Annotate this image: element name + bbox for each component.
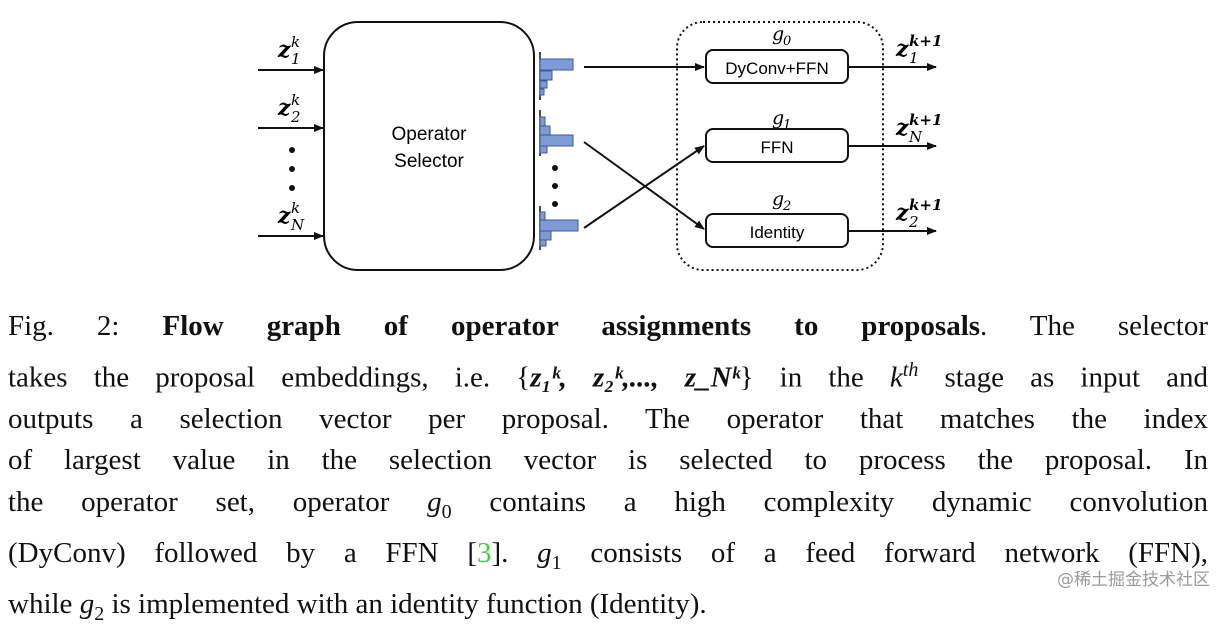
caption-line-4: of largest value in the selection vector… — [8, 444, 1208, 477]
caption-math: z₁ᵏ, z₂ᵏ,..., z_Nᵏ — [530, 361, 740, 394]
caption-math: 1 — [551, 551, 562, 574]
svg-text:1: 1 — [291, 50, 301, 68]
caption-line-2: takes the proposal embeddings, i.e. {z₁ᵏ… — [8, 348, 1208, 399]
caption-text: takes the proposal embeddings, i.e. { — [8, 361, 531, 394]
caption-title: Flow graph of operator assignments to pr… — [162, 310, 981, 342]
caption-text: while — [8, 588, 80, 621]
input-ellipsis — [289, 147, 295, 191]
caption-line-7: while g2 is implemented with an identity… — [8, 584, 1208, 635]
svg-text:z: z — [895, 115, 909, 141]
svg-text:1: 1 — [783, 118, 791, 133]
caption-math: th — [902, 358, 919, 381]
caption-line-6: (DyConv) followed by a FFN [3]. g1 consi… — [8, 533, 1208, 584]
caption-line-1: Fig. 2: Flow graph of operator assignmen… — [8, 306, 1208, 348]
selector-label-1: Operator — [392, 124, 468, 145]
caption-text: stage as input and — [918, 361, 1209, 394]
svg-text:k+1: k+1 — [909, 111, 942, 129]
svg-text:N: N — [290, 216, 305, 234]
operator-selector-box — [323, 21, 535, 271]
svg-text:z: z — [277, 95, 291, 121]
citation-link[interactable]: 3 — [477, 536, 492, 569]
input-label-n: z k N — [277, 199, 305, 234]
caption-text: the operator set, operator — [8, 485, 428, 518]
svg-text:z: z — [895, 36, 909, 62]
output-label-2: z k+1 N — [895, 111, 942, 146]
caption-line-3: outputs a selection vector per proposal.… — [8, 402, 1208, 435]
caption-math: 2 — [94, 603, 105, 626]
output-label-1: z k+1 1 — [895, 32, 942, 67]
svg-text:k+1: k+1 — [909, 196, 942, 214]
input-label-2: z k 2 — [277, 91, 301, 126]
operator-g2-label: Identity — [750, 223, 805, 242]
operator-set-container — [676, 21, 884, 271]
selection-histogram-2 — [539, 110, 574, 156]
svg-text:k: k — [291, 91, 300, 109]
operator-g1-name: g 1 — [772, 107, 791, 133]
watermark: @稀土掘金技术社区 — [1057, 570, 1210, 590]
svg-text:N: N — [908, 128, 923, 146]
svg-text:1: 1 — [909, 49, 919, 67]
caption-math: g — [427, 485, 442, 518]
selection-histogram-1 — [539, 52, 574, 100]
svg-text:2: 2 — [290, 108, 301, 126]
svg-text:k: k — [291, 199, 300, 217]
svg-text:z: z — [277, 37, 291, 63]
operator-g1-label: FFN — [760, 138, 793, 157]
figure: z k 1 z k 2 z k N Operator Selector — [0, 0, 1218, 290]
selection-histogram-n — [539, 206, 579, 250]
figure-caption: Fig. 2: Flow graph of operator assignmen… — [8, 306, 1208, 636]
svg-text:g: g — [772, 107, 784, 129]
svg-text:2: 2 — [908, 213, 919, 231]
operator-g0-name: g 0 — [772, 23, 791, 49]
svg-text:k+1: k+1 — [909, 32, 942, 50]
caption-text: contains a high complexity dynamic convo… — [451, 485, 1208, 518]
flow-graph: z k 1 z k 2 z k N Operator Selector — [258, 21, 942, 271]
input-label-1: z k 1 — [277, 33, 301, 68]
caption-text: (DyConv) followed by a FFN [ — [8, 536, 477, 569]
svg-text:z: z — [277, 203, 291, 229]
output-label-3: z k+1 2 — [895, 196, 942, 231]
svg-text:g: g — [772, 188, 784, 210]
caption-text: consists of a feed forward network (FFN)… — [561, 536, 1208, 569]
operator-g0-label: DyConv+FFN — [725, 59, 828, 78]
selector-label-2: Selector — [394, 151, 464, 172]
caption-text: ]. — [491, 536, 538, 569]
route-arrow-n-to-g1 — [583, 145, 705, 229]
svg-text:0: 0 — [783, 34, 791, 49]
histogram-ellipsis — [552, 165, 558, 207]
caption-math: 0 — [441, 500, 452, 523]
caption-text: . The selector — [980, 310, 1209, 342]
svg-text:z: z — [895, 200, 909, 226]
svg-text:2: 2 — [782, 199, 791, 214]
caption-text: } in the — [739, 361, 890, 394]
caption-line-5: the operator set, operator g0 contains a… — [8, 482, 1208, 533]
caption-prefix: Fig. 2: — [8, 310, 120, 342]
operator-g2-name: g 2 — [772, 188, 791, 214]
caption-math: g — [537, 536, 552, 569]
caption-text: is implemented with an identity function… — [104, 588, 707, 621]
caption-math: k — [889, 361, 903, 394]
route-arrow-2-to-g2 — [583, 141, 705, 230]
svg-text:g: g — [772, 23, 784, 45]
svg-text:k: k — [291, 33, 300, 51]
caption-math: g — [79, 588, 95, 621]
